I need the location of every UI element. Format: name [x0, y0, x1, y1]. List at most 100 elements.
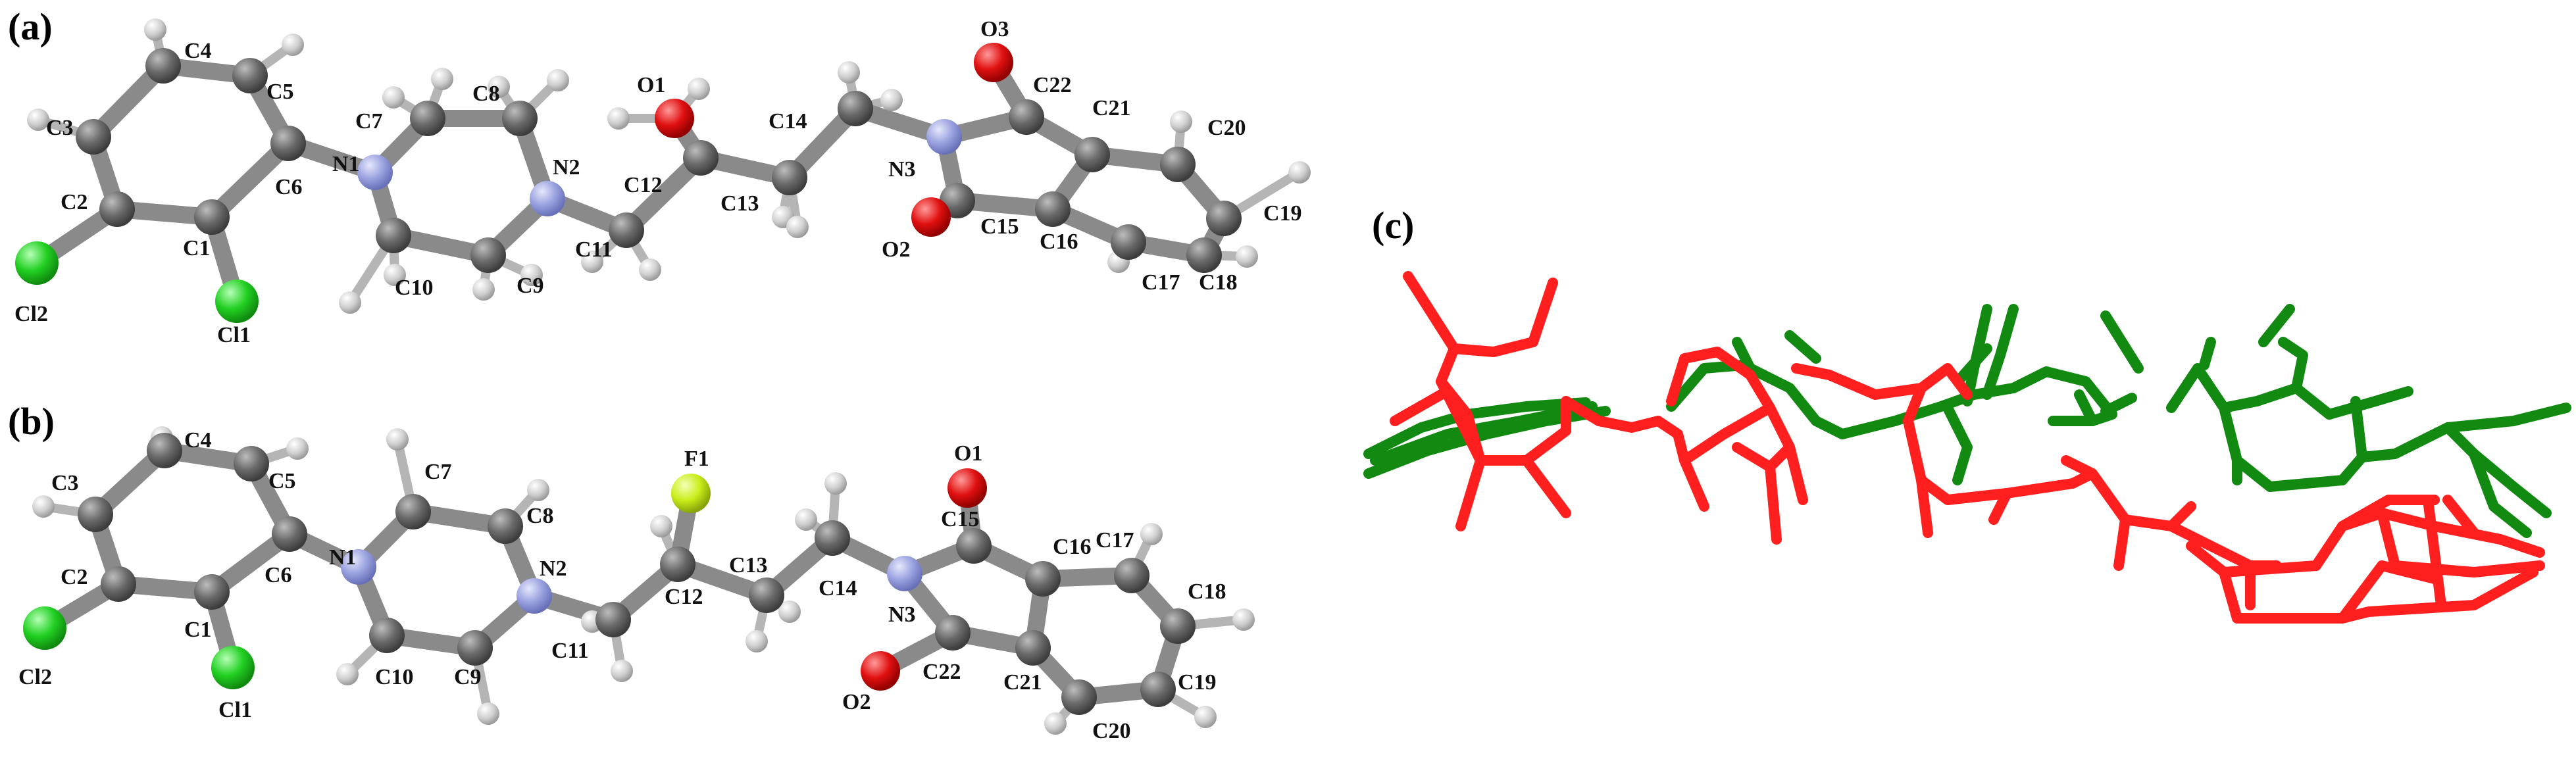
atom-c4 [145, 48, 181, 84]
hydrogen-atom [282, 34, 304, 56]
atom-label-c20: C20 [1207, 116, 1246, 140]
atom-label-cl1: Cl1 [217, 323, 251, 347]
hydrogen-atom [386, 428, 409, 451]
hydrogen-atom [688, 78, 710, 100]
atom-label-c21: C21 [1003, 670, 1042, 695]
atom-c3 [78, 497, 113, 532]
atom-n2 [517, 578, 552, 614]
panel-label-b: (b) [8, 400, 55, 443]
atom-n2 [530, 181, 565, 216]
green-conformer-stick [1942, 403, 1973, 485]
red-conformer-stick [1436, 343, 1571, 466]
atom-label-f1: F1 [684, 447, 709, 471]
hydrogen-atom [611, 660, 633, 682]
hydrogen-atom [144, 18, 166, 41]
atom-c22 [1009, 99, 1044, 135]
hydrogen-atom [778, 601, 801, 623]
atom-label-c9: C9 [517, 274, 544, 298]
atom-c13 [749, 577, 784, 613]
red-conformer-stick [2120, 501, 2196, 531]
hydrogen-atom [431, 68, 453, 90]
red-conformer-stick [2219, 560, 2387, 624]
atom-c15 [956, 528, 992, 564]
atom-label-cl1: Cl1 [218, 698, 252, 722]
atom-label-c16: C16 [1040, 230, 1078, 254]
red-conformer-stick [1561, 396, 1663, 433]
hydrogen-atom [581, 251, 603, 273]
green-conformer-stick [2278, 337, 2308, 393]
green-conformer-stick [1784, 330, 1821, 364]
atom-label-c15: C15 [980, 214, 1019, 239]
red-conformer-stick [1521, 455, 1571, 518]
red-conformer-stick [1455, 455, 1486, 531]
atom-label-c6: C6 [265, 563, 292, 587]
red-conformer-stick [1784, 442, 1808, 505]
atom-label-c19: C19 [1178, 670, 1217, 695]
hydrogen-atom [795, 508, 817, 531]
atom-n1 [341, 549, 376, 585]
atom-c9 [457, 630, 493, 666]
atom-c17 [1114, 558, 1149, 593]
atom-label-c9: C9 [454, 665, 482, 689]
hydrogen-atom [838, 61, 860, 84]
hydrogen-atom [1044, 712, 1067, 735]
atom-c5 [234, 446, 269, 481]
atom-label-c2: C2 [61, 190, 88, 214]
panel-label-a: (a) [8, 5, 53, 48]
atom-c1 [194, 199, 230, 235]
atom-label-o1: O1 [954, 441, 982, 466]
atom-c7 [410, 101, 445, 136]
atom-label-n3: N3 [888, 602, 916, 627]
green-conformer-stick [1982, 304, 2019, 400]
atom-label-c2: C2 [61, 565, 88, 589]
atom-label-c13: C13 [729, 553, 768, 577]
green-conformer-stick [2232, 396, 2367, 492]
red-conformer-stick [1903, 383, 2078, 505]
red-conformer-stick [1403, 271, 1558, 357]
red-conformer-stick [1988, 488, 2012, 525]
atom-c18 [1186, 237, 1222, 273]
atom-c10 [376, 218, 411, 253]
atom-label-c6: C6 [275, 175, 303, 199]
atom-c2 [101, 566, 136, 602]
atom-c14 [838, 91, 873, 126]
hydrogen-atom [1288, 161, 1311, 184]
atom-label-c17: C17 [1142, 270, 1180, 295]
atom-n1 [357, 155, 393, 190]
green-conformer-stick [2074, 389, 2098, 426]
red-conformer-stick [2067, 468, 2131, 571]
atom-label-cl2: Cl2 [14, 302, 48, 326]
molecule-a: C1C2C3C4C5C6Cl1Cl2N1C7C8N2C9C10C11C12O1C… [14, 17, 1311, 347]
green-conformer-stick [2199, 337, 2216, 370]
conformer-green [1363, 304, 2571, 538]
atom-c20 [1160, 147, 1196, 182]
atom-label-c20: C20 [1092, 719, 1131, 743]
atom-label-c17: C17 [1096, 528, 1134, 552]
atom-label-c14: C14 [819, 576, 857, 601]
atom-f1 [671, 474, 711, 513]
atom-n3 [887, 556, 922, 591]
red-conformer-stick [2377, 560, 2440, 584]
atom-label-c5: C5 [266, 80, 294, 104]
red-conformer-stick [1390, 389, 1446, 426]
hydrogen-atom [527, 479, 549, 501]
green-conformer-stick [2100, 310, 2144, 374]
green-conformer-stick [2100, 393, 2137, 416]
atom-label-c11: C11 [575, 237, 613, 262]
hydrogen-atom [384, 264, 406, 286]
atom-c8 [488, 508, 523, 544]
red-conformer-stick [1732, 403, 1795, 472]
atom-c16 [1035, 191, 1071, 227]
conformer-red [1390, 271, 2545, 624]
atom-o2 [861, 651, 900, 691]
atom-label-o1: O1 [637, 73, 665, 97]
atom-c19 [1140, 672, 1176, 707]
red-conformer-stick [1679, 455, 1709, 512]
atom-label-c18: C18 [1188, 579, 1226, 604]
atom-label-c1: C1 [183, 236, 211, 260]
atom-c9 [470, 237, 506, 273]
atom-o1 [947, 468, 987, 508]
red-conformer-stick [2337, 495, 2440, 531]
hydrogen-atom [639, 258, 661, 281]
atom-label-c15: C15 [941, 507, 980, 531]
